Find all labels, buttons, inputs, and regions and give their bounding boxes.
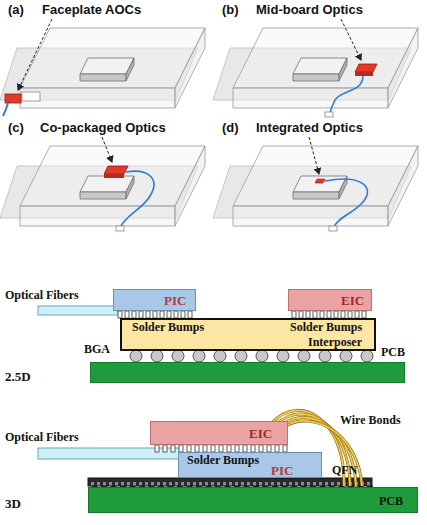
solder-bump <box>341 311 345 318</box>
bga-ball <box>130 350 142 362</box>
faceplate-panel <box>0 19 205 116</box>
part-label: Optical Fibers <box>5 431 79 444</box>
part-label: Interposer <box>308 336 362 349</box>
solder-bump <box>195 445 199 452</box>
solder-bump <box>160 311 164 318</box>
solder-bump <box>118 311 122 318</box>
pcb-board: PCB <box>88 487 418 513</box>
solder-bump <box>179 445 183 452</box>
bga-ball <box>277 350 289 362</box>
solder-bump <box>320 311 324 318</box>
panel-label: (d) <box>222 121 239 135</box>
part-label: 2.5D <box>5 370 31 384</box>
pcb-board: PCB <box>90 362 405 383</box>
bga-ball <box>151 350 163 362</box>
solder-bump <box>355 311 359 318</box>
part-label: Solder Bumps <box>132 321 204 334</box>
solder-bump <box>283 445 287 452</box>
pic-chip: PIC <box>113 289 196 311</box>
panel-label: Mid-board Optics <box>256 3 363 17</box>
eic-chip: EIC <box>150 421 288 445</box>
panel-label: Co-packaged Optics <box>40 121 166 135</box>
bga-ball <box>214 350 226 362</box>
solder-bump <box>275 445 279 452</box>
bga-ball <box>298 350 310 362</box>
solder-bump <box>235 445 239 452</box>
part-label: EIC <box>249 427 272 441</box>
solder-bump <box>188 311 192 318</box>
solder-bump <box>181 311 185 318</box>
solder-bump <box>146 311 150 318</box>
panel-label: (c) <box>8 121 24 135</box>
bga-ball <box>256 350 268 362</box>
part-label: Solder Bumps <box>290 321 362 334</box>
solder-bump <box>259 445 263 452</box>
solder-bump <box>251 445 255 452</box>
integrated-panel <box>213 137 418 231</box>
solder-bump <box>174 311 178 318</box>
part-label: 3D <box>5 497 21 511</box>
part-label: BGA <box>84 343 110 356</box>
bga-ball <box>172 350 184 362</box>
solder-bump <box>227 445 231 452</box>
solder-bump <box>125 311 129 318</box>
solder-bump <box>267 445 271 452</box>
panel-label: Integrated Optics <box>256 121 363 135</box>
solder-bump <box>327 311 331 318</box>
part-label: PIC <box>164 294 186 308</box>
part-label: PCB <box>379 495 403 508</box>
bga-ball <box>193 350 205 362</box>
optical-fiber <box>38 306 118 315</box>
bga-ball <box>340 350 352 362</box>
part-label: Optical Fibers <box>5 289 79 302</box>
qfn-substrate <box>88 478 372 486</box>
solder-bump <box>306 311 310 318</box>
eic-chip: EIC <box>288 289 372 311</box>
solder-bump <box>132 311 136 318</box>
bga-ball <box>235 350 247 362</box>
mid-board-panel <box>213 19 418 117</box>
solder-bump <box>139 311 143 318</box>
solder-bump <box>171 445 175 452</box>
part-label: PCB <box>381 346 405 359</box>
part-label: Wire Bonds <box>340 414 401 427</box>
solder-bump <box>187 445 191 452</box>
part-label: Solder Bumps <box>187 454 259 467</box>
solder-bump <box>155 445 159 452</box>
bga-ball <box>319 350 331 362</box>
part-label: EIC <box>341 294 364 308</box>
pic-chip: Solder BumpsPIC <box>178 452 322 478</box>
part-label: PIC <box>271 464 293 478</box>
solder-bump <box>292 311 296 318</box>
solder-bump <box>334 311 338 318</box>
co-packaged-panel <box>0 137 205 231</box>
solder-bump <box>299 311 303 318</box>
solder-bump <box>243 445 247 452</box>
solder-bump <box>362 311 366 318</box>
solder-bump <box>203 445 207 452</box>
panel-label: Faceplate AOCs <box>42 3 141 17</box>
solder-bump <box>167 311 171 318</box>
solder-bump <box>219 445 223 452</box>
solder-bump <box>313 311 317 318</box>
bga-balls <box>130 350 373 362</box>
panel-label: (a) <box>8 3 24 17</box>
solder-bumps <box>118 311 366 318</box>
solder-bump <box>163 445 167 452</box>
interposer: Solder Bumps Solder BumpsInterposer <box>120 318 376 351</box>
panel-label: (b) <box>222 3 239 17</box>
solder-bump <box>153 311 157 318</box>
solder-bump <box>211 445 215 452</box>
solder-bump <box>348 311 352 318</box>
part-label: QFN <box>332 464 357 477</box>
bga-ball <box>361 350 373 362</box>
